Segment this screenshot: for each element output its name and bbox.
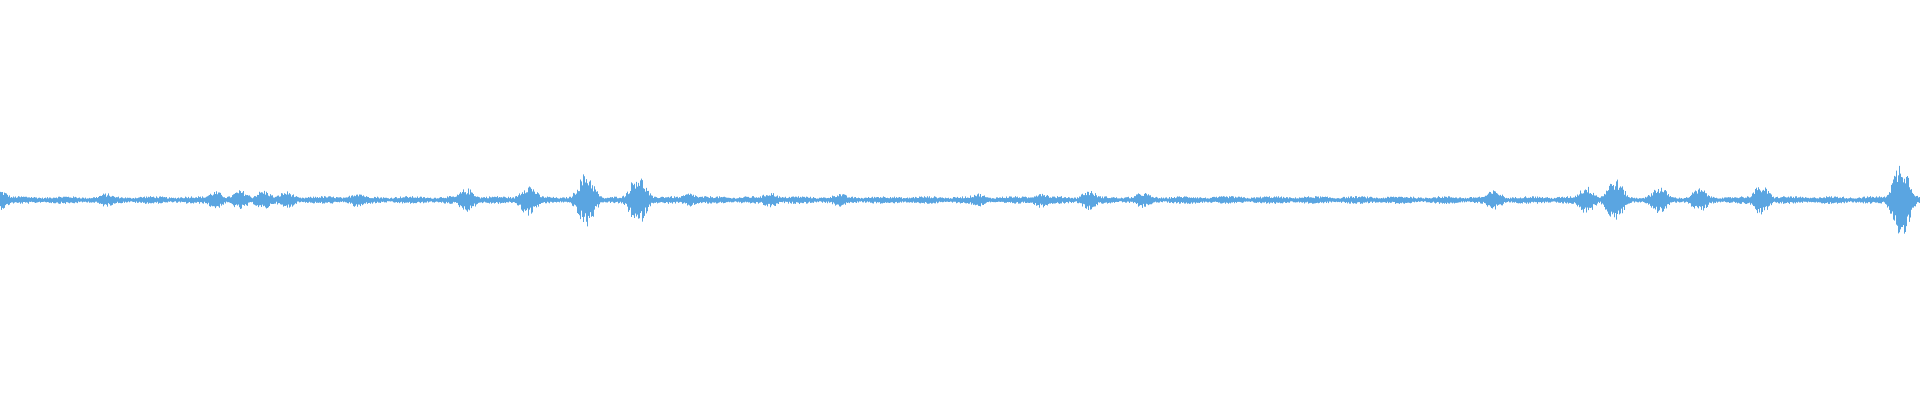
waveform-plot bbox=[0, 165, 1920, 234]
